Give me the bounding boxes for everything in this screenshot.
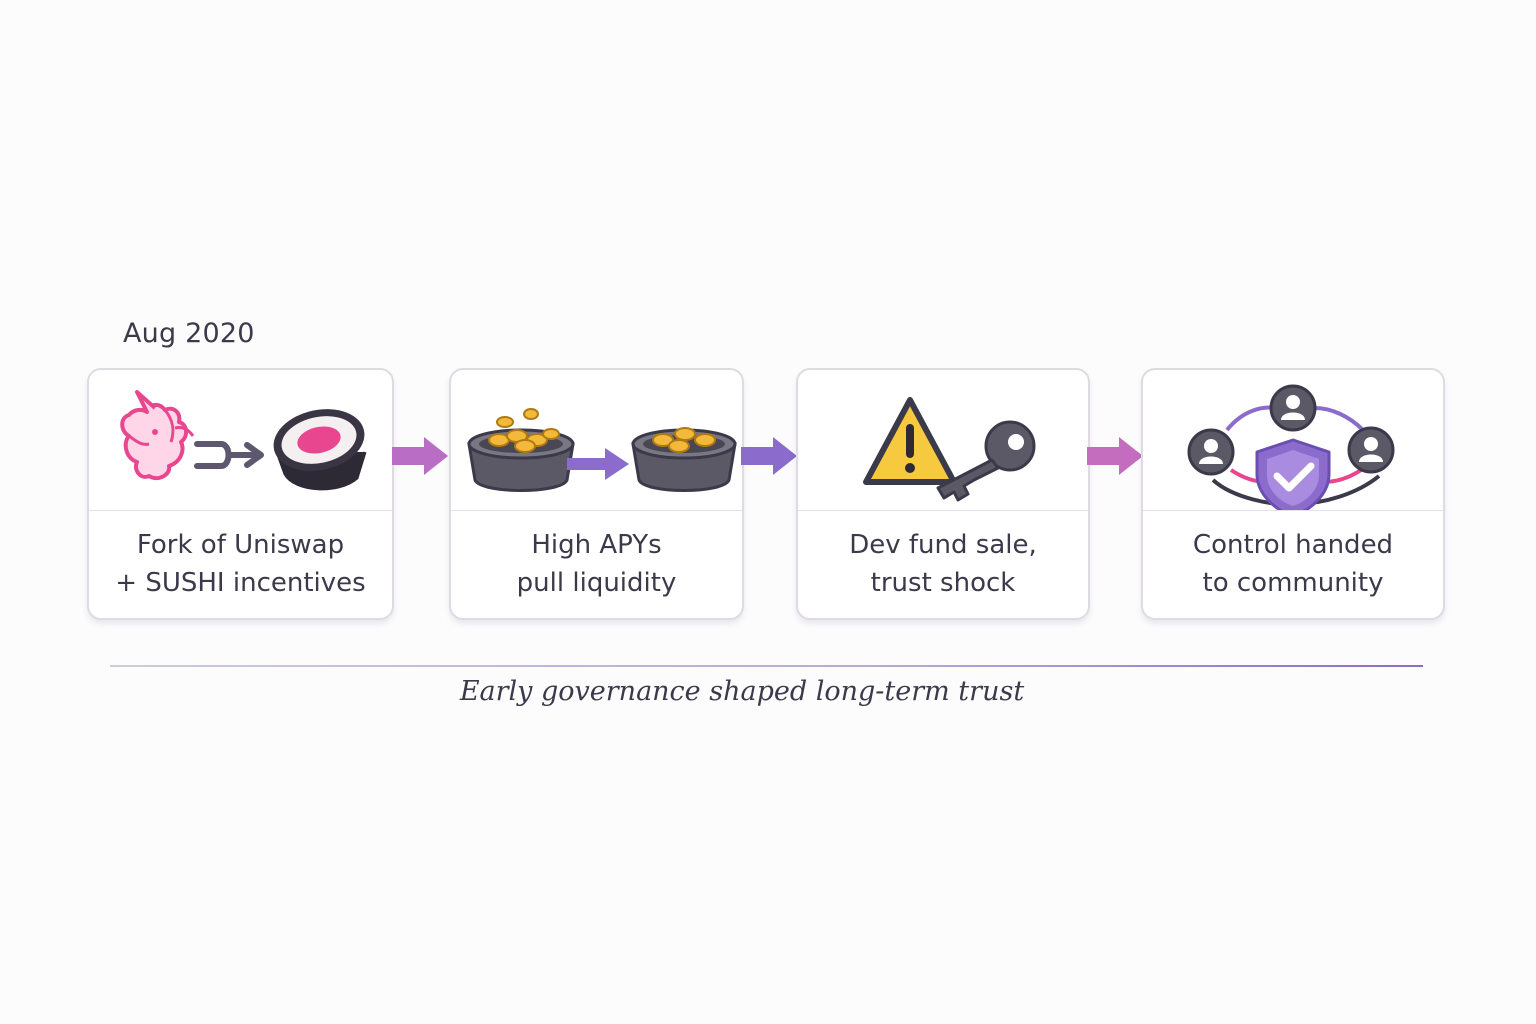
tagline: Early governance shaped long-term trust bbox=[459, 676, 1025, 707]
step-icons-fork bbox=[89, 370, 392, 510]
step-caption-line1: Fork of Uniswap bbox=[136, 530, 345, 560]
sushi-roll-icon bbox=[273, 409, 367, 491]
step-caption-line1: Control handed bbox=[1192, 530, 1394, 560]
step-icons-trust-shock bbox=[798, 370, 1088, 510]
flow-arrow-1 bbox=[392, 437, 448, 475]
flow-arrow-3 bbox=[1087, 437, 1143, 475]
key-icon bbox=[936, 420, 1036, 502]
coin-pool-icon bbox=[467, 408, 575, 492]
step-card-community: Control handed to community bbox=[1141, 368, 1445, 620]
date-label: Aug 2020 bbox=[123, 318, 255, 349]
coin-pool-icon bbox=[631, 427, 737, 492]
step-caption-line2: + SUSHI incentives bbox=[115, 568, 366, 598]
fork-arrow-icon bbox=[194, 441, 264, 469]
card-divider bbox=[89, 510, 392, 511]
timeline-line bbox=[110, 665, 1423, 667]
step-caption-trust-shock: Dev fund sale, trust shock bbox=[798, 526, 1088, 602]
card-divider bbox=[798, 510, 1088, 511]
step-caption-community: Control handed to community bbox=[1143, 526, 1443, 602]
unicorn-icon bbox=[120, 390, 195, 481]
flow-arrow-icon bbox=[567, 448, 629, 480]
card-divider bbox=[451, 510, 742, 511]
card-divider bbox=[1143, 510, 1443, 511]
warning-icon bbox=[863, 397, 957, 485]
community-users-icon bbox=[1187, 384, 1395, 507]
flow-arrow-2 bbox=[741, 437, 797, 475]
step-card-trust-shock: Dev fund sale, trust shock bbox=[796, 368, 1090, 620]
step-icons-community bbox=[1143, 370, 1443, 510]
step-caption-line2: pull liquidity bbox=[516, 568, 677, 598]
step-caption-fork: Fork of Uniswap + SUSHI incentives bbox=[89, 526, 392, 602]
shield-check-icon bbox=[1255, 438, 1331, 510]
step-caption-apy: High APYs pull liquidity bbox=[451, 526, 742, 602]
step-icons-apy bbox=[451, 370, 742, 510]
step-card-apy: High APYs pull liquidity bbox=[449, 368, 744, 620]
step-card-fork: Fork of Uniswap + SUSHI incentives bbox=[87, 368, 394, 620]
step-caption-line2: to community bbox=[1202, 568, 1384, 598]
step-caption-line1: High APYs bbox=[531, 530, 662, 560]
step-caption-line1: Dev fund sale, bbox=[849, 530, 1037, 560]
step-caption-line2: trust shock bbox=[870, 568, 1016, 598]
